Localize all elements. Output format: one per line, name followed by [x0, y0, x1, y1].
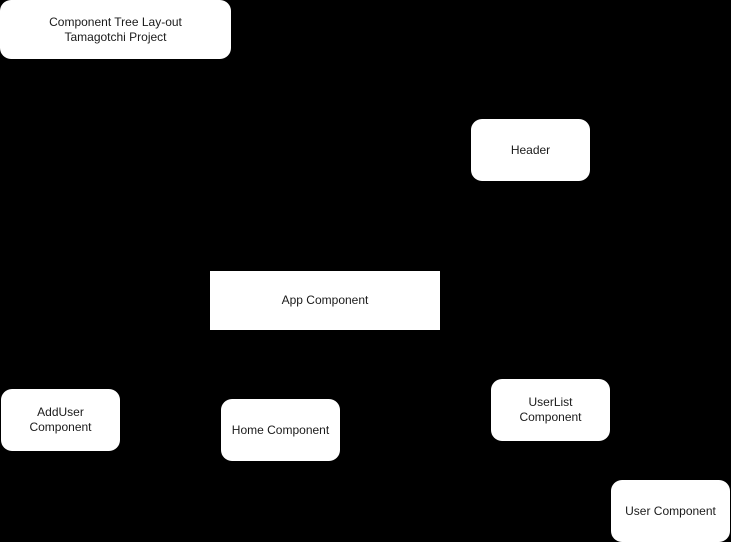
node-app-component[interactable]: App Component — [210, 271, 440, 330]
node-label-app-component: App Component — [281, 293, 369, 307]
node-label-user-component: User Component — [625, 503, 716, 518]
node-header[interactable]: Header — [471, 119, 590, 181]
node-label-userlist-component: UserList Component — [519, 395, 582, 424]
node-home-component[interactable]: Home Component — [221, 399, 340, 461]
node-user-component[interactable]: User Component — [611, 480, 730, 542]
node-userlist-component[interactable]: UserList Component — [491, 379, 610, 441]
node-adduser-component[interactable]: AddUser Component — [1, 389, 120, 451]
node-title-card[interactable]: Component Tree Lay-out Tamagotchi Projec… — [0, 0, 231, 59]
node-label-title-card: Component Tree Lay-out Tamagotchi Projec… — [49, 14, 182, 44]
node-label-header: Header — [510, 142, 551, 157]
node-label-home-component: Home Component — [231, 422, 330, 437]
node-label-adduser-component: AddUser Component — [29, 405, 92, 434]
